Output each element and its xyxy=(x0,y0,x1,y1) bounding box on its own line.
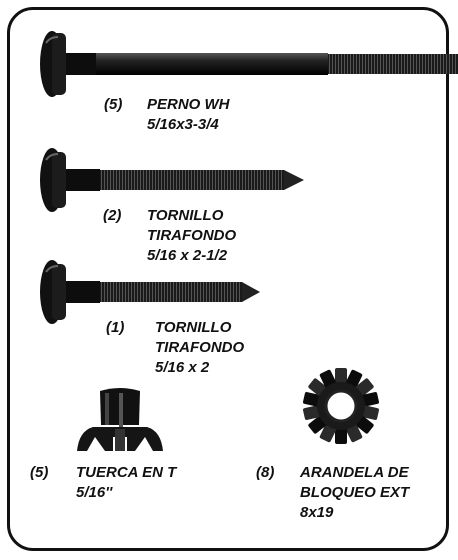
lock-washer-icon xyxy=(303,368,379,444)
lag-screw-icon xyxy=(40,148,304,212)
washer-tooth xyxy=(361,405,379,420)
parts-panel-frame xyxy=(7,7,449,551)
carriage-bolt-icon xyxy=(40,31,458,97)
part-label: TORNILLO TIRAFONDO 5/16 x 2-1/2 xyxy=(147,207,237,264)
washer-tooth xyxy=(335,428,347,444)
washer-tooth xyxy=(319,369,337,389)
part-label: PERNO WH 5/16x3-3/4 xyxy=(147,96,230,133)
part-qty: (8) xyxy=(256,464,275,481)
part-qty: (1) xyxy=(106,319,125,336)
part-qty: (5) xyxy=(30,464,49,481)
washer-tooth xyxy=(361,392,379,407)
part-qty: (5) xyxy=(104,96,123,113)
washer-tooth xyxy=(345,423,363,443)
washer-tooth xyxy=(303,392,321,407)
washer-tooth xyxy=(319,423,337,443)
part-qty: (2) xyxy=(103,207,122,224)
part-label: TORNILLO TIRAFONDO 5/16 x 2 xyxy=(155,319,245,376)
washer-tooth xyxy=(303,405,321,420)
tee-nut-icon xyxy=(77,388,163,451)
part-label: ARANDELA DE BLOQUEO EXT 8x19 xyxy=(300,464,410,521)
washer-tooth xyxy=(345,369,363,389)
lag-screw-icon xyxy=(40,260,260,324)
part-label: TUERCA EN T 5/16'' xyxy=(76,464,177,501)
washer-tooth xyxy=(335,368,347,384)
